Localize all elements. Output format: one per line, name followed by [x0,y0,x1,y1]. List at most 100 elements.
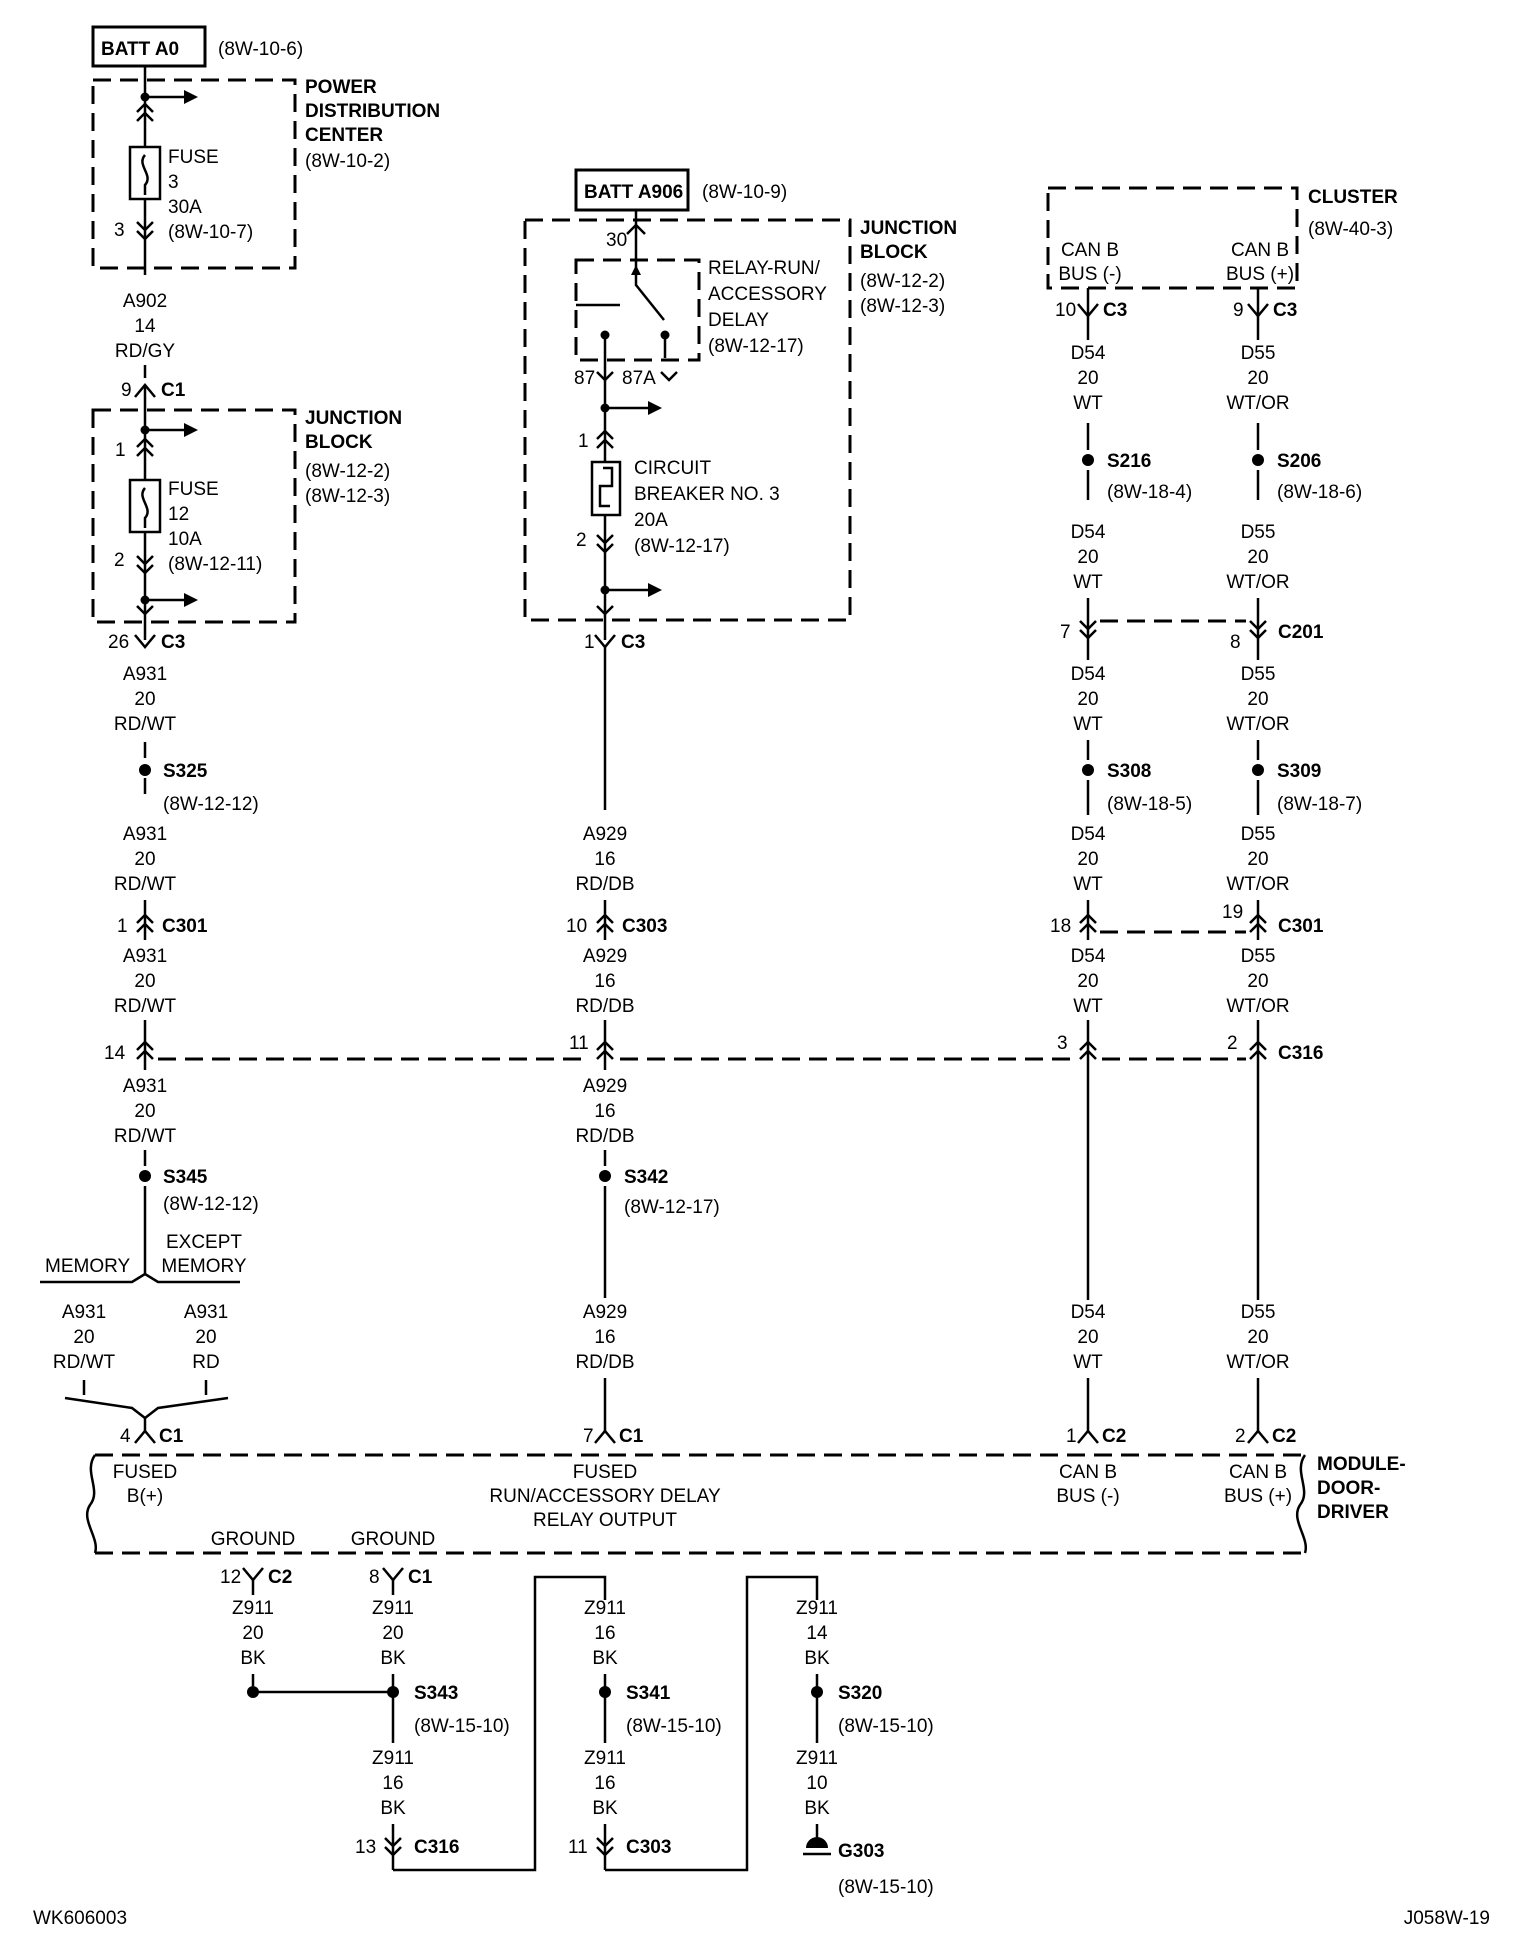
wire-code: D55 [1241,946,1276,967]
splice-dot [1082,454,1094,466]
connector-pin: 13 [355,1837,376,1858]
option-memory: MEMORY [45,1256,130,1277]
module-title: DOOR- [1317,1478,1380,1499]
cluster-title: CLUSTER [1308,187,1398,208]
option-brace [40,1272,240,1284]
wire-code: D54 [1071,343,1106,364]
male-terminal [136,605,154,616]
circuit-breaker-label: CIRCUIT [634,458,711,479]
splice-name: S320 [838,1683,882,1704]
wire-code: D54 [1071,824,1106,845]
jb-title: BLOCK [305,432,373,453]
fuse-3-ref: (8W-10-7) [168,222,253,243]
batt-a906-ref: (8W-10-9) [702,182,787,203]
connector-name: C2 [268,1567,292,1588]
splice-ref: (8W-12-12) [163,1194,259,1215]
fuse-3-pin: 3 [114,220,125,241]
connector-name: C1 [408,1567,433,1588]
cluster-box [1046,186,1299,290]
fuse-12-ref: (8W-12-11) [168,554,262,575]
wire-gauge: 16 [594,1101,615,1122]
jb-ref: (8W-12-2) [860,271,945,292]
splice-ref: (8W-12-12) [163,794,259,815]
bus-arrowhead [648,583,662,597]
splice-name: S308 [1107,761,1151,782]
connector-name: C303 [626,1837,671,1858]
batt-a0-ref: (8W-10-6) [218,39,303,60]
relay-common [634,265,665,321]
pin-label-fused-b: FUSED [113,1462,177,1483]
circuit-breaker-element [598,466,614,508]
jb-title: JUNCTION [860,218,957,239]
bus-arrowhead [184,593,198,607]
connector-name: C201 [1278,622,1324,643]
fuse-3-label: 3 [168,172,179,193]
splice-name: S341 [626,1683,671,1704]
connector-symbol [1247,1429,1269,1444]
wire-code: D54 [1071,1302,1106,1323]
wire-gauge: 20 [134,689,155,710]
connector-pin: 11 [569,1033,589,1054]
wire-code: Z911 [232,1598,274,1619]
connector-name: C3 [161,632,185,653]
female-terminal [626,223,646,235]
ground-ref: (8W-15-10) [838,1877,934,1898]
relay-nc-contact [603,335,667,360]
wire-code: D54 [1071,522,1106,543]
junction-block-2 [523,218,852,622]
splice-dot [599,1170,611,1182]
pin-label-run-acc: RUN/ACCESSORY DELAY [489,1486,721,1507]
wire-color: BK [240,1648,266,1669]
relay-label: ACCESSORY [708,284,827,305]
splice-dot [387,1686,399,1698]
pin-label-run-acc: RELAY OUTPUT [533,1510,677,1531]
connector-pin: 1 [584,632,595,653]
wire-color: WT [1073,1352,1103,1373]
wire-code: A931 [123,824,167,845]
bus-arrowhead [184,90,198,104]
wire-z911 [251,1674,393,1694]
wire-code: A931 [123,1076,167,1097]
splice-name: S345 [163,1167,208,1188]
connector-name: C301 [162,916,208,937]
fuse-element [141,154,149,195]
fuse-element [141,487,149,528]
wire-color: WT/OR [1226,996,1289,1017]
wire-color: BK [804,1798,830,1819]
circuit-breaker-label: BREAKER NO. 3 [634,484,780,505]
connector-symbol [596,913,614,933]
wire-gauge: 20 [134,971,155,992]
pdc-title: POWER [305,77,377,98]
splice-ref: (8W-12-17) [624,1197,720,1218]
splice-name: S325 [163,761,208,782]
splice-ref: (8W-18-7) [1277,794,1362,815]
connector-symbol [1249,913,1267,933]
wire-code: Z911 [796,1748,838,1769]
circuit-breaker-ref: (8W-12-17) [634,536,730,557]
relay-ref: (8W-12-17) [708,336,804,357]
wire-gauge: 20 [1077,689,1098,710]
wire-gauge: 20 [382,1623,403,1644]
splice-dot [247,1686,259,1698]
wire-gauge: 16 [594,1327,615,1348]
wire-color: WT [1073,572,1103,593]
connector-symbol [1077,1429,1099,1444]
splice-name: S309 [1277,761,1321,782]
fuse-12-pin-out: 2 [114,550,125,571]
wire-gauge: 20 [1247,971,1268,992]
wire-gauge: 20 [242,1623,263,1644]
wire-gauge: 20 [1247,368,1268,389]
relay-pin-87: 87 [574,368,595,389]
connector-name: C2 [1272,1426,1296,1447]
wire-color: RD/WT [114,714,177,735]
wire-color: WT [1073,393,1103,414]
wire-gauge: 14 [134,316,156,337]
wire-color: WT [1073,714,1103,735]
wire-color: BK [380,1798,406,1819]
cb-pin-out: 2 [576,530,587,551]
wire-color: RD [192,1352,219,1373]
wire-code: A931 [123,946,167,967]
connector-symbol [242,1567,264,1582]
wire-code: Z911 [796,1598,838,1619]
wire-code: A931 [123,664,167,685]
